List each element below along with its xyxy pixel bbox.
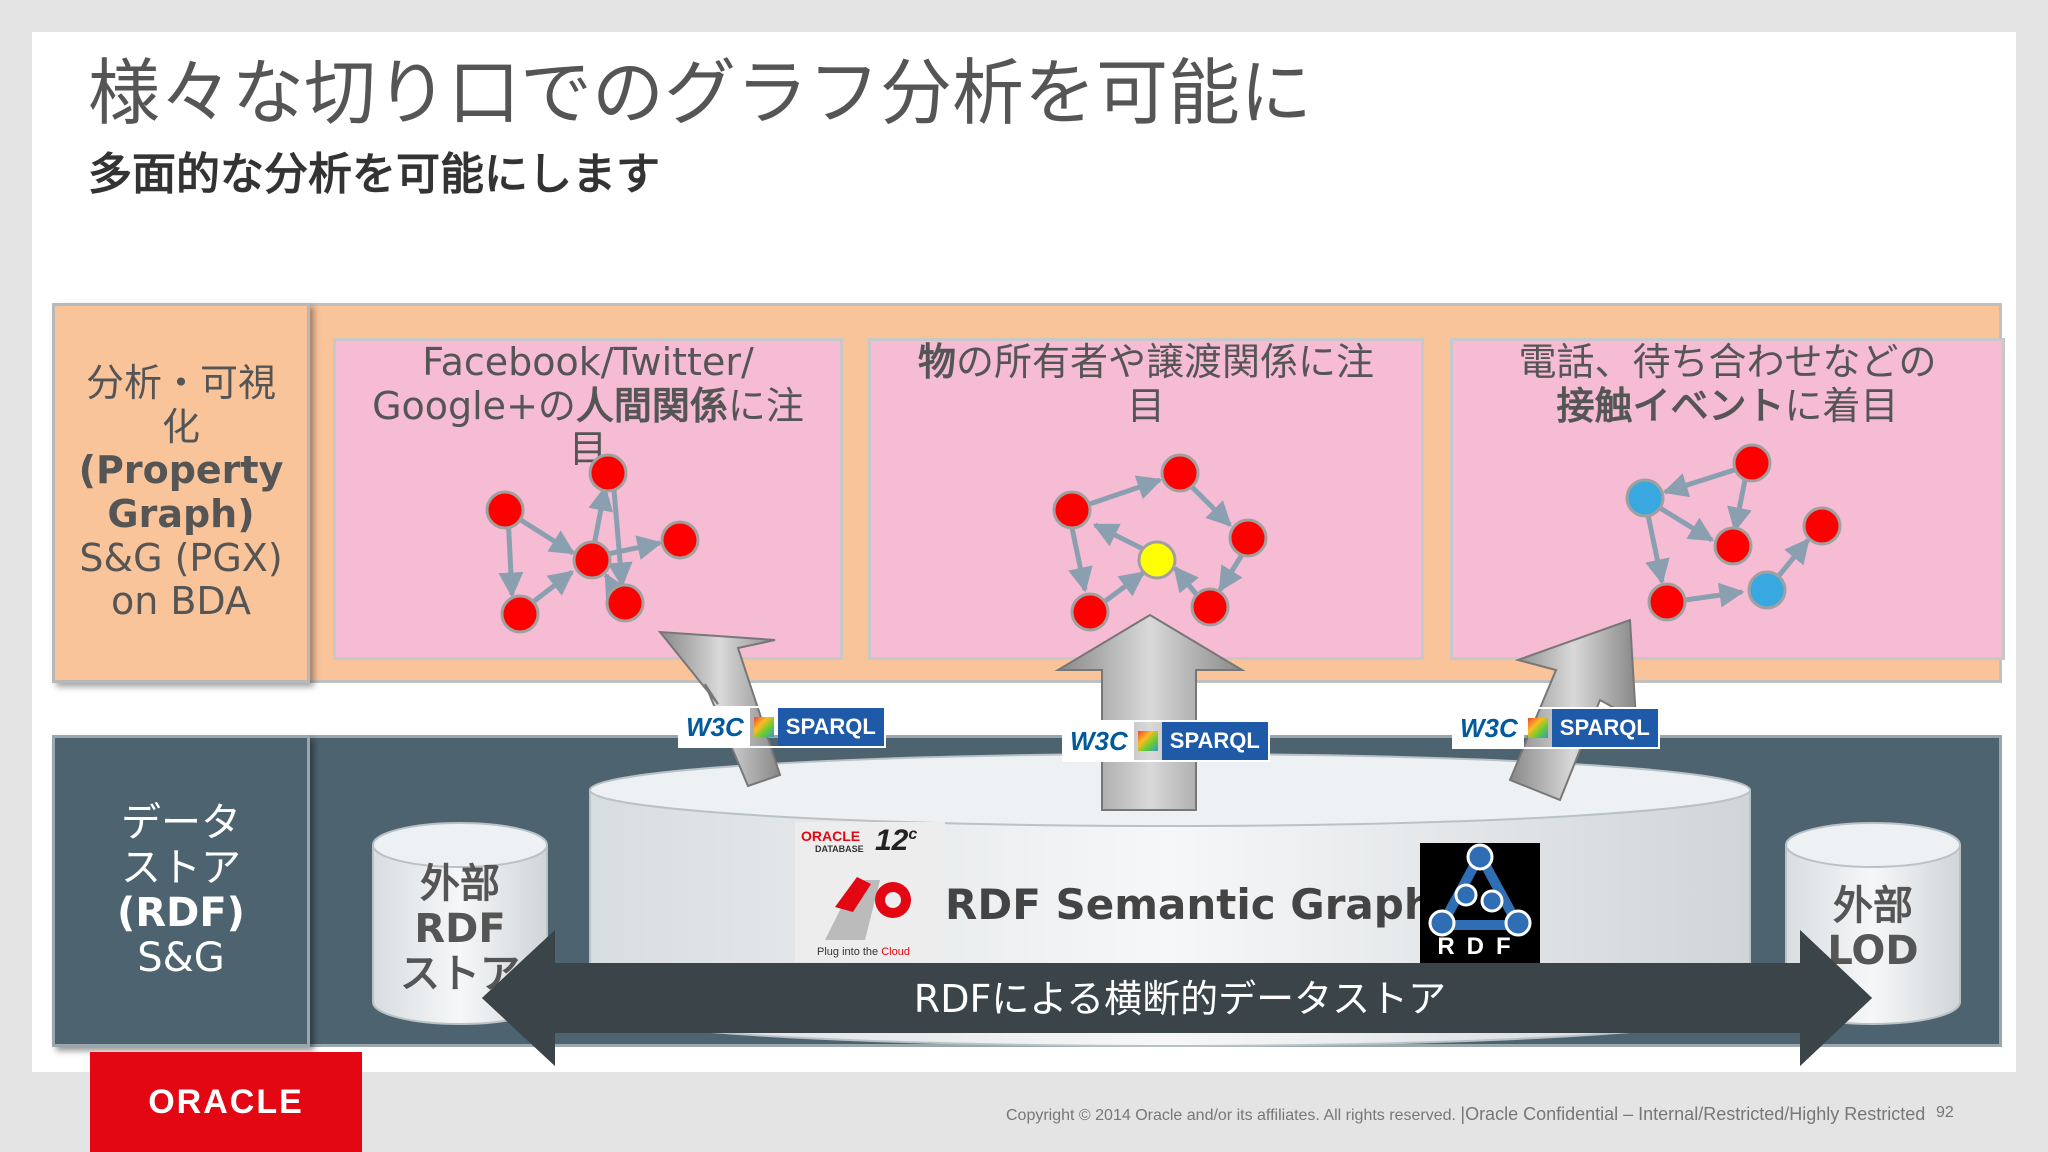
caption-text: に注 [727, 383, 804, 428]
w3c-logo: W3C [1064, 722, 1134, 760]
caption-bold-text: 人間関係 [575, 383, 728, 428]
caption-line: 目 [1126, 383, 1165, 428]
social-network-graph [485, 453, 700, 634]
db-version-suffix: c [908, 826, 918, 843]
sparql-badge-right: W3C SPARQL [1452, 707, 1660, 749]
slide-title: 様々な切り口でのグラフ分析を可能に [88, 51, 1313, 135]
caption-bold-text: 接触イベント [1556, 383, 1785, 428]
caption-line: Google+の人間関係に注 [336, 383, 840, 429]
caption-text: の所有者や譲渡関係に注 [956, 340, 1375, 384]
rdf-semantic-graph-label: RDF Semantic Graph [945, 880, 1434, 929]
oracle-brand-logo: ORACLE [90, 1052, 362, 1152]
ownership-graph-caption: 物の所有者や譲渡関係に注 目 [871, 340, 1421, 428]
sparql-logo-text: SPARQL [1551, 709, 1658, 747]
analysis-layer-label: 分析・可視 化 (Property Graph) S&G (PGX) on BD… [52, 303, 310, 683]
cross-datastore-arrow-label: RDFによる横断的データストア [913, 977, 1447, 1021]
caption-text: に着目 [1784, 383, 1899, 428]
contact-event-caption: 電話、待ち合わせなどの 接触イベントに着目 [1453, 340, 2002, 429]
db-logo-database: DATABASE [815, 844, 864, 854]
sparql-logo-text: SPARQL [1161, 722, 1268, 760]
db-version-number: 12 [875, 824, 909, 857]
sparql-cube-icon [753, 717, 774, 737]
datastore-label-line: データ [121, 800, 241, 847]
caption-bold-text: 物 [917, 340, 956, 384]
external-lod-label: 外部 LOD [1786, 884, 1960, 974]
oracle-database-12c-logo: ORACLE DATABASE 12c Plug into the Cloud [795, 822, 945, 962]
db-plug-icon [825, 877, 911, 940]
slide-subtitle: 多面的な分析を可能にします [88, 149, 660, 200]
caption-line: 物の所有者や譲渡関係に注 [871, 340, 1421, 385]
store-label-line: LOD [1827, 927, 1919, 974]
datastore-layer-label: データ ストア (RDF) S&G [52, 735, 310, 1047]
sparql-badge-center: W3C SPARQL [1062, 720, 1270, 762]
db-tagline-cloud: Cloud [881, 946, 910, 958]
rdf-logo-text: RDF [1437, 933, 1523, 960]
analysis-label-line: (Property [78, 448, 284, 493]
ownership-transfer-graph [1052, 453, 1268, 632]
db-logo-version: 12c [875, 824, 917, 858]
store-label-line: 外部 [1833, 883, 1913, 929]
rdf-network-icon [1428, 843, 1532, 937]
db-tagline-text: Plug into the [817, 946, 882, 958]
social-graph-caption: Facebook/Twitter/ Google+の人間関係に注 目 [336, 340, 840, 472]
copyright-text: Copyright © 2014 Oracle and/or its affil… [1006, 1107, 1456, 1124]
caption-line: Facebook/Twitter/ [422, 340, 754, 384]
store-label-line: RDF [414, 905, 506, 952]
rdf-logo: RDF [1420, 843, 1540, 963]
sparql-logo-text: SPARQL [777, 708, 884, 746]
datastore-label-line: S&G [137, 934, 225, 981]
page-number: 92 [1936, 1104, 1954, 1121]
sparql-cube-icon [1137, 731, 1158, 751]
confidentiality-text: |Oracle Confidential – Internal/Restrict… [1460, 1104, 1926, 1124]
contact-event-graph [1625, 443, 1842, 622]
w3c-logo: W3C [680, 708, 750, 746]
db-logo-oracle: ORACLE [801, 828, 861, 844]
caption-line: 接触イベントに着目 [1453, 383, 2002, 429]
analysis-label-line: 化 [161, 404, 200, 449]
sparql-cube-icon [1527, 718, 1548, 738]
analysis-label-line: on BDA [110, 579, 252, 624]
caption-line: 電話、待ち合わせなどの [1518, 340, 1937, 384]
w3c-logo: W3C [1454, 709, 1524, 747]
sparql-badge-left: W3C SPARQL [678, 706, 886, 748]
datastore-label-line: ストア [121, 845, 241, 892]
datastore-label-line: (RDF) [117, 890, 245, 936]
analysis-label-line: S&G (PGX) [79, 535, 283, 580]
caption-text: Google+の [372, 383, 576, 428]
social-graph-panel: Facebook/Twitter/ Google+の人間関係に注 目 [333, 338, 843, 660]
store-label-line: 外部 [420, 861, 500, 907]
footer-copyright: Copyright © 2014 Oracle and/or its affil… [1006, 1104, 1925, 1125]
analysis-label-line: Graph) [107, 492, 255, 536]
db-logo-tagline: Plug into the Cloud [817, 946, 910, 958]
analysis-label-line: 分析・可視 [85, 360, 276, 405]
